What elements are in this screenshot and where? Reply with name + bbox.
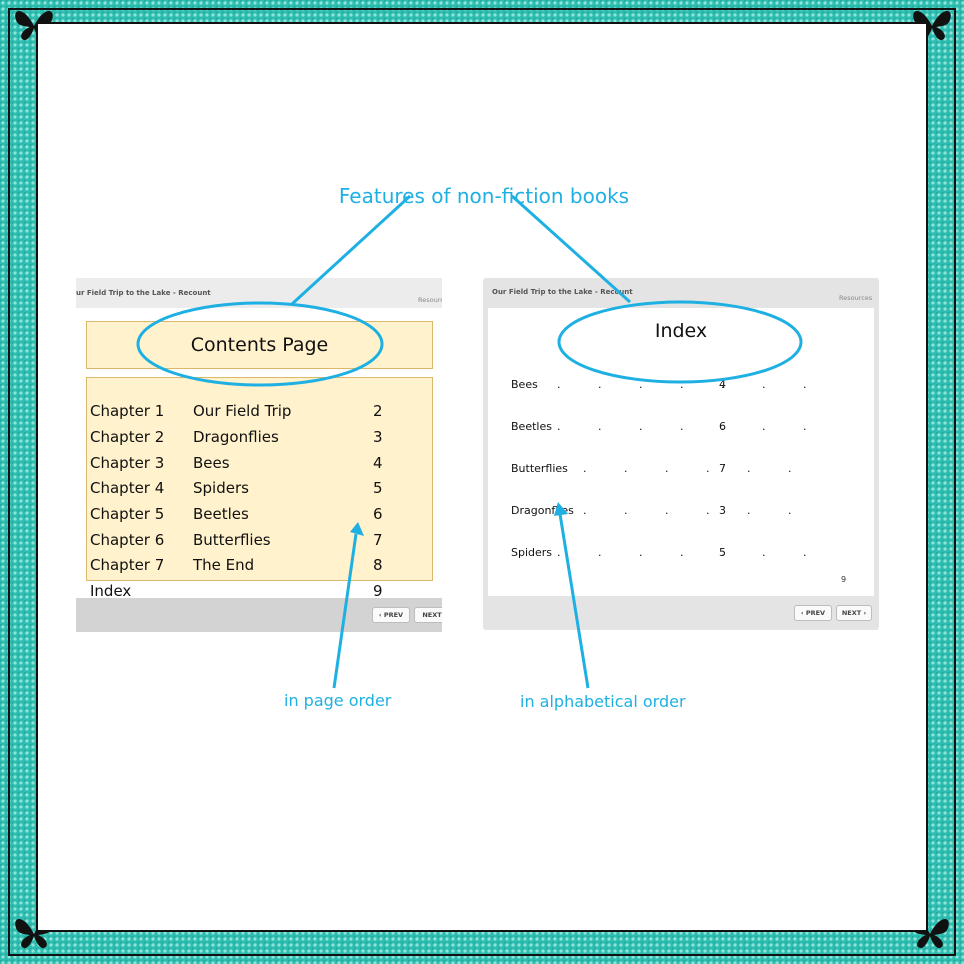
index-term: Spiders	[511, 546, 553, 559]
toc-chapter: Chapter 3	[90, 454, 165, 472]
index-term: Beetles	[511, 420, 552, 433]
toc-row: Chapter 7 The End 8	[90, 556, 420, 581]
index-heading: Index	[654, 320, 708, 342]
table-of-contents	[86, 377, 433, 581]
index-leader-dots: . . . . . .	[583, 462, 809, 475]
slide-page: Features of non-fiction books ur Field T…	[36, 22, 928, 932]
resources-link[interactable]: Resourc	[418, 296, 442, 304]
prev-button[interactable]: ‹ PREV	[794, 605, 832, 621]
index-leader-dots: . . . . . . .	[557, 546, 824, 559]
toc-page: 7	[373, 531, 383, 549]
screenshot-titlebar: ur Field Trip to the Lake - Recount Reso…	[76, 278, 442, 308]
index-leader-dots: . . . . . .	[583, 504, 809, 517]
decorative-border	[8, 8, 956, 956]
caption-alphabetical-order: in alphabetical order	[520, 692, 686, 711]
slide-title: Features of non-fiction books	[338, 184, 630, 208]
toc-page: 6	[373, 505, 383, 523]
contents-page-heading: Contents Page	[190, 334, 329, 356]
index-leader-dots: . . . . . . .	[557, 378, 824, 391]
toc-title: Butterflies	[193, 531, 271, 549]
index-row: Spiders . . . . . . . 5	[511, 546, 806, 562]
toc-page: 2	[373, 402, 383, 420]
toc-title: The End	[193, 556, 255, 574]
toc-chapter: Chapter 1	[90, 402, 165, 420]
toc-row: Chapter 3 Bees 4	[90, 454, 420, 479]
index-page: 4	[719, 378, 726, 391]
toc-page: 9	[373, 582, 383, 600]
toc-chapter: Chapter 4	[90, 479, 165, 497]
toc-chapter: Index	[90, 582, 132, 600]
toc-chapter: Chapter 5	[90, 505, 165, 523]
toc-chapter: Chapter 2	[90, 428, 165, 446]
toc-title: Our Field Trip	[193, 402, 292, 420]
toc-page: 8	[373, 556, 383, 574]
toc-chapter: Chapter 6	[90, 531, 165, 549]
toc-title: Beetles	[193, 505, 249, 523]
index-term: Butterflies	[511, 462, 568, 475]
index-page: 5	[719, 546, 726, 559]
screenshot-navbar: ‹ PREV NEXT	[76, 598, 442, 632]
next-button[interactable]: NEXT ›	[836, 605, 872, 621]
page-number: 9	[841, 575, 847, 584]
caption-page-order: in page order	[284, 691, 392, 710]
resources-link[interactable]: Resources	[839, 294, 873, 302]
toc-title: Bees	[193, 454, 230, 472]
toc-row: Chapter 1 Our Field Trip 2	[90, 402, 420, 427]
screenshot-title: ur Field Trip to the Lake - Recount	[76, 289, 211, 297]
toc-title: Dragonflies	[193, 428, 279, 446]
toc-page: 4	[373, 454, 383, 472]
prev-button[interactable]: ‹ PREV	[372, 607, 410, 623]
toc-chapter: Chapter 7	[90, 556, 165, 574]
index-page: 3	[719, 504, 726, 517]
index-leader-dots: . . . . . . .	[557, 420, 824, 433]
index-row: Dragonflies . . . . . . 3	[511, 504, 791, 520]
toc-row: Index 9	[90, 582, 420, 607]
index-row: Beetles . . . . . . . 6	[511, 420, 806, 436]
index-row: Bees . . . . . . . 4	[511, 378, 806, 394]
toc-title: Spiders	[193, 479, 249, 497]
index-term: Bees	[511, 378, 538, 391]
toc-row: Chapter 4 Spiders 5	[90, 479, 420, 504]
toc-page: 3	[373, 428, 383, 446]
toc-page: 5	[373, 479, 383, 497]
index-page: 6	[719, 420, 726, 433]
toc-row: Chapter 5 Beetles 6	[90, 505, 420, 530]
contents-page-screenshot: ur Field Trip to the Lake - Recount Reso…	[76, 278, 442, 632]
screenshot-title: Our Field Trip to the Lake - Recount	[492, 288, 633, 296]
next-button[interactable]: NEXT	[414, 607, 442, 623]
toc-row: Chapter 2 Dragonflies 3	[90, 428, 420, 453]
index-page: 7	[719, 462, 726, 475]
toc-row: Chapter 6 Butterflies 7	[90, 531, 420, 556]
index-page-screenshot: Our Field Trip to the Lake - Recount Res…	[483, 278, 879, 630]
index-term: Dragonflies	[511, 504, 574, 517]
index-row: Butterflies . . . . . . 7	[511, 462, 791, 478]
